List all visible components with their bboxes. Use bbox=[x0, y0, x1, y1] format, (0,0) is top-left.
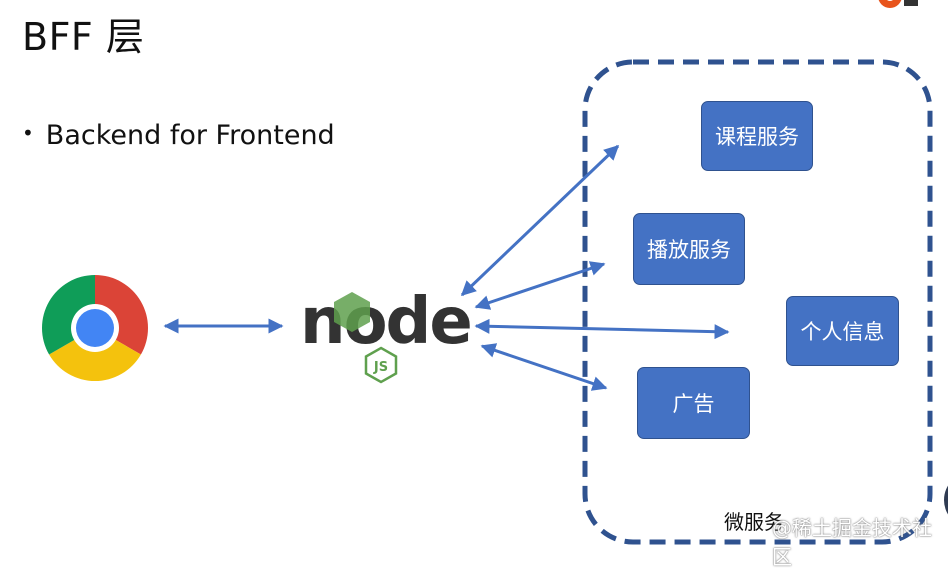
nodejs-logo: node JS bbox=[300, 285, 473, 384]
arrow-node-course bbox=[460, 144, 620, 297]
edge-avatar-partial bbox=[944, 485, 948, 515]
page-title: BFF 层 bbox=[22, 15, 145, 59]
microservice-label: 微服务 bbox=[724, 510, 784, 534]
arrow-node-play bbox=[474, 261, 606, 310]
corner-logo-icon bbox=[878, 0, 918, 8]
microservice-group-border bbox=[582, 59, 933, 545]
arrow-node-ads bbox=[480, 343, 608, 391]
node-wordmark: node bbox=[300, 285, 471, 359]
bullet-text: Backend for Frontend bbox=[45, 120, 335, 151]
bff-diagram: node JS bbox=[41, 59, 948, 545]
watermark: @稀土掘金技术社区 bbox=[772, 516, 932, 569]
service-play: 播放服务 bbox=[633, 213, 745, 285]
service-profile: 个人信息 bbox=[786, 296, 899, 366]
chrome-icon bbox=[41, 275, 149, 382]
node-js-badge: JS bbox=[373, 360, 388, 375]
bullet-item: • Backend for Frontend bbox=[22, 120, 335, 151]
bullet-dot: • bbox=[22, 121, 34, 145]
service-ads: 广告 bbox=[637, 367, 750, 439]
service-course: 课程服务 bbox=[701, 101, 813, 171]
arrow-node-profile bbox=[474, 318, 730, 340]
